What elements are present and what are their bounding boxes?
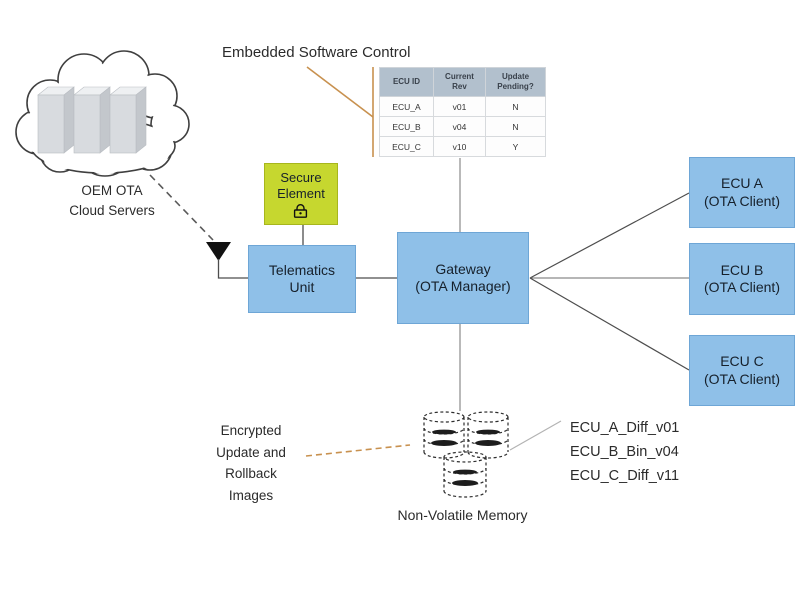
embedded-software-control-label: Embedded Software Control <box>222 44 411 61</box>
oem-cloud-label: OEM OTA Cloud Servers <box>69 183 155 218</box>
memory-image-item: ECU_C_Diff_v11 <box>570 468 680 484</box>
server-icon <box>73 86 111 154</box>
cell-update-pending: N <box>485 116 546 137</box>
secure-element-node: Secure Element <box>264 163 338 225</box>
database-icon <box>443 451 487 498</box>
memory-image-item: ECU_A_Diff_v01 <box>570 420 680 436</box>
software-version-table: ECU ID Current Rev Update Pending? ECU_A… <box>379 67 546 157</box>
non-volatile-memory-label: Non-Volatile Memory <box>397 507 528 523</box>
cell-current-rev: v01 <box>433 96 486 117</box>
col-header-current-rev: Current Rev <box>433 67 486 97</box>
database-disk-bars <box>431 429 501 486</box>
telematics-unit-node: Telematics Unit <box>248 245 356 313</box>
encrypted-label-dashed-line <box>305 444 411 457</box>
memory-image-list: ECU_A_Diff_v01 ECU_B_Bin_v04 ECU_C_Diff_… <box>570 416 679 488</box>
gateway-to-ecu-a-line <box>529 192 690 279</box>
cloud-to-antenna-dashed-line <box>149 174 214 241</box>
col-header-update-pending: Update Pending? <box>485 67 546 97</box>
cell-ecu-id: ECU_B <box>379 116 434 137</box>
table-row: ECU_C v10 Y <box>379 136 546 157</box>
ecu-b-node: ECU B (OTA Client) <box>689 243 795 315</box>
gateway-node: Gateway (OTA Manager) <box>397 232 529 324</box>
database-icon <box>467 411 509 459</box>
gateway-to-ecu-c-line <box>529 277 690 371</box>
label-to-table-connector <box>306 66 374 118</box>
cell-update-pending: Y <box>485 136 546 157</box>
lock-icon <box>294 204 308 219</box>
col-header-ecu-id: ECU ID <box>379 67 434 97</box>
server-icon <box>109 86 147 154</box>
secure-element-label: Secure Element <box>277 169 325 201</box>
cell-ecu-id: ECU_C <box>379 136 434 157</box>
cell-current-rev: v04 <box>433 116 486 137</box>
ecu-c-node: ECU C (OTA Client) <box>689 335 795 406</box>
memory-to-filelist-line <box>509 420 562 451</box>
encrypted-images-label: Encrypted Update and Rollback Images <box>216 423 286 503</box>
cell-current-rev: v10 <box>433 136 486 157</box>
cell-update-pending: N <box>485 96 546 117</box>
table-row: ECU_B v04 N <box>379 116 546 137</box>
memory-image-item: ECU_B_Bin_v04 <box>570 444 679 460</box>
ecu-a-node: ECU A (OTA Client) <box>689 157 795 228</box>
table-header-row: ECU ID Current Rev Update Pending? <box>379 67 546 97</box>
antenna-icon <box>206 242 248 279</box>
server-icon <box>37 86 75 154</box>
database-icon <box>423 411 465 459</box>
table-row: ECU_A v01 N <box>379 96 546 117</box>
cell-ecu-id: ECU_A <box>379 96 434 117</box>
